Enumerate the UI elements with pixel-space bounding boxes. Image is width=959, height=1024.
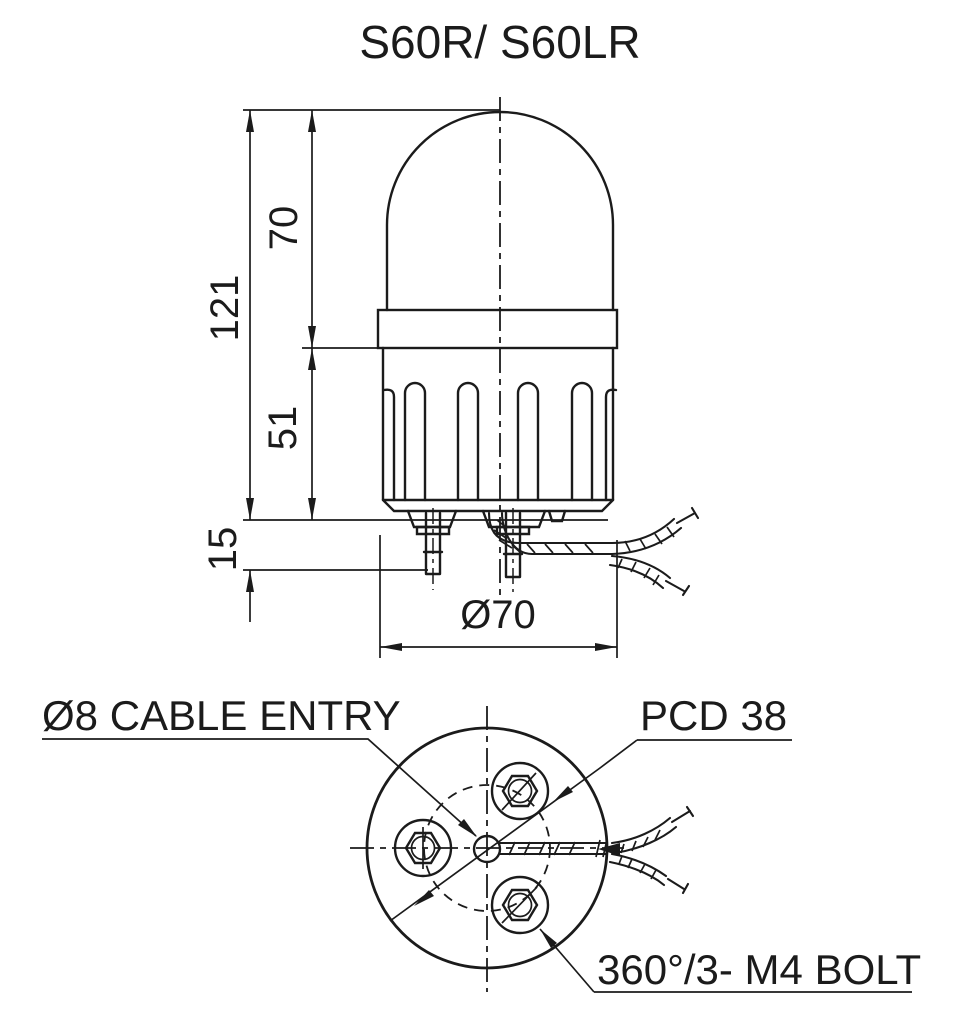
wire-lower-edge2: [608, 563, 665, 590]
drawing-title: S60R/ S60LR: [359, 16, 640, 68]
dia70-extension-lines: [379, 535, 618, 658]
body-sides: [381, 346, 615, 502]
bottom-wire-lower-hatch: [618, 855, 657, 880]
callout-cable-entry-label: Ø8 CABLE ENTRY: [42, 692, 401, 739]
arrow-70-bottom: [308, 326, 316, 348]
callout-pcd-leader: [389, 739, 638, 922]
arrow-dia70-left: [380, 643, 402, 651]
bolt-left: [393, 818, 453, 878]
callout-bolt-label: 360°/3- M4 BOLT: [597, 946, 921, 993]
bottom-centerlines: [350, 706, 624, 992]
cable-edge-bottom: [500, 511, 614, 556]
wire-lower-tip: [664, 579, 691, 597]
bottom-wire-upper-edge1: [610, 816, 672, 845]
bottom-wire-upper-tip: [670, 805, 695, 824]
front-dimensions: 121 70 51 15 Ø70: [201, 109, 618, 658]
wire-upper-tip: [675, 506, 700, 525]
stud-left-shaft: [422, 511, 444, 576]
dome-outline: [385, 110, 615, 312]
wire-lower-edge1: [610, 554, 672, 580]
wire-upper-edge2: [610, 526, 683, 556]
arrow-51-bottom: [308, 498, 316, 520]
base-plate: [381, 498, 615, 513]
rib-slots-edge: [382, 388, 618, 502]
arrow-121-top: [246, 110, 254, 132]
stud-left-flange: [415, 525, 451, 536]
bolt-left-washer: [393, 818, 453, 878]
callout-pcd-arrow-2: [414, 890, 434, 906]
bottom-wire-upper-hatch: [620, 829, 661, 854]
bolt-bottom-thread: [507, 892, 533, 918]
arrow-70-top: [308, 110, 316, 132]
bottom-cable: [498, 805, 695, 895]
wire-upper-edge1: [610, 517, 676, 545]
rib-slots: [403, 381, 594, 502]
arrow-15: [246, 570, 254, 592]
callout-pcd-label: PCD 38: [640, 692, 787, 739]
mounting-stud-left: [415, 508, 451, 590]
cable-edge-top: [487, 511, 614, 545]
front-view: 121 70 51 15 Ø70: [201, 97, 700, 658]
callout-cable-entry-leader: [42, 738, 477, 837]
bolt-top: [490, 761, 550, 821]
extension-lines: [243, 109, 608, 571]
bolt-top-thread: [507, 778, 533, 804]
bottom-wire-lower-edge2: [608, 860, 666, 887]
callout-bolt: 360°/3- M4 BOLT: [539, 928, 921, 993]
bolt-top-washer: [490, 761, 550, 821]
front-cable: [487, 506, 700, 597]
lens-band: [376, 308, 619, 350]
callout-bolt-arrow: [540, 929, 557, 948]
bolt-left-hex: [404, 831, 442, 865]
bolt-top-slash: [501, 772, 537, 811]
cable-entry-hole: [472, 834, 502, 864]
wire-lower-hatch: [617, 558, 660, 586]
bottom-wire-lower-edge1: [610, 852, 668, 878]
arrow-51-top: [308, 348, 316, 370]
dim-label-51: 51: [261, 406, 305, 451]
pcd-circle: [423, 784, 551, 912]
bolt-bottom: [490, 875, 550, 935]
dim-label-70: 70: [262, 206, 306, 251]
dim-label-dia70: Ø70: [460, 593, 536, 637]
bottom-cable-hatch: [508, 841, 576, 856]
bolt-top-hex: [501, 774, 539, 808]
bolt-bottom-hex: [501, 888, 539, 922]
arrow-121-bottom: [246, 498, 254, 520]
wire-upper-hatch: [624, 526, 675, 552]
bolt-bottom-washer: [490, 875, 550, 935]
cable-hatch: [493, 519, 594, 554]
dim-label-15: 15: [201, 527, 245, 572]
arrow-dia70-right: [595, 643, 617, 651]
callout-pcd: PCD 38: [389, 692, 792, 922]
bottom-view: Ø8 CABLE ENTRY PCD 38 360°/3- M4 BOLT: [42, 692, 921, 993]
bolt-bottom-slash: [501, 886, 538, 924]
callout-pcd-arrow-1: [553, 786, 573, 802]
mounting-bosses: [406, 509, 567, 529]
bottom-cable-edges: [498, 841, 609, 856]
callout-cable-entry: Ø8 CABLE ENTRY: [42, 692, 477, 837]
callout-cable-entry-arrow: [458, 819, 477, 837]
dim-label-121: 121: [203, 275, 247, 342]
bottom-wire-lower-tip: [666, 877, 690, 895]
